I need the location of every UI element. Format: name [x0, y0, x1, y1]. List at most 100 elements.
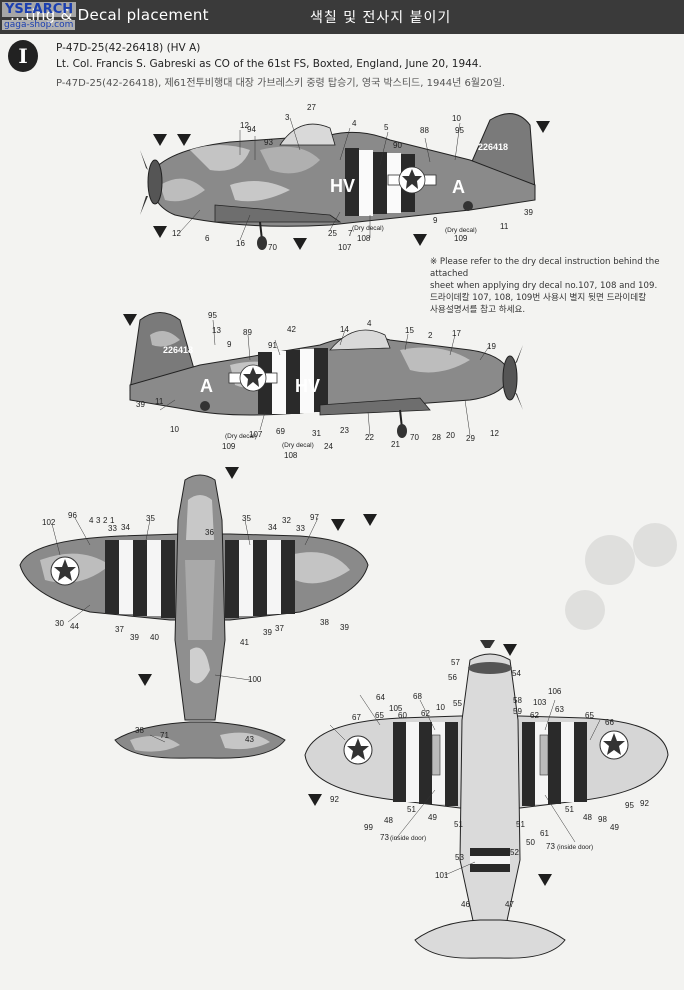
svg-text:19: 19: [487, 342, 496, 351]
svg-text:20: 20: [446, 431, 455, 440]
svg-text:11: 11: [500, 222, 509, 231]
svg-text:12: 12: [490, 429, 499, 438]
code-letters-hv: HV: [330, 176, 355, 196]
svg-text:97: 97: [310, 513, 319, 522]
svg-text:105: 105: [389, 704, 403, 713]
svg-text:9: 9: [433, 216, 438, 225]
svg-text:60: 60: [398, 711, 407, 720]
svg-text:4: 4: [89, 516, 94, 525]
svg-text:73: 73: [380, 833, 389, 842]
svg-text:93: 93: [264, 138, 273, 147]
svg-text:69: 69: [276, 427, 285, 436]
svg-text:46: 46: [461, 900, 470, 909]
svg-text:101: 101: [435, 871, 449, 880]
aircraft-description-english: Lt. Col. Francis S. Gabreski as CO of th…: [56, 58, 482, 70]
svg-text:15: 15: [405, 326, 414, 335]
svg-text:9: 9: [227, 340, 232, 349]
svg-text:2: 2: [103, 516, 108, 525]
watermark-logo: YSEARCH: [2, 2, 77, 17]
svg-text:22: 22: [365, 433, 374, 442]
svg-text:50: 50: [526, 838, 535, 847]
svg-text:99: 99: [364, 823, 373, 832]
svg-text:102: 102: [42, 518, 56, 527]
svg-text:68: 68: [413, 692, 422, 701]
dry-decal-label-4: (Dry decal): [282, 442, 314, 449]
svg-text:51: 51: [516, 820, 525, 829]
dry-decal-label-3: (Dry decal): [225, 433, 257, 440]
svg-text:32: 32: [282, 516, 291, 525]
svg-text:39: 39: [130, 633, 139, 642]
background-faded-markings: [565, 523, 677, 630]
svg-text:100: 100: [248, 675, 262, 684]
svg-text:5: 5: [384, 123, 389, 132]
svg-text:7: 7: [348, 229, 353, 238]
svg-text:66: 66: [605, 718, 614, 727]
svg-text:108: 108: [357, 234, 371, 243]
svg-text:24: 24: [324, 442, 333, 451]
svg-text:36: 36: [205, 528, 214, 537]
note-line-3: 드라이데칼 107, 108, 109번 사용시 별지 뒷면 드라이데칼: [430, 293, 647, 303]
svg-text:107: 107: [338, 243, 352, 252]
page-header: ...ting & Decal placement 색칠 및 전사지 붙이기: [0, 0, 684, 34]
svg-text:21: 21: [391, 440, 400, 449]
svg-text:51: 51: [454, 820, 463, 829]
svg-text:17: 17: [452, 329, 461, 338]
svg-text:27: 27: [307, 103, 316, 112]
svg-text:48: 48: [583, 813, 592, 822]
svg-text:1: 1: [110, 516, 115, 525]
tail-serial: 226418: [478, 142, 508, 152]
svg-text:67: 67: [352, 713, 361, 722]
svg-text:94: 94: [247, 125, 256, 134]
code-letter-a-left: A: [200, 376, 213, 396]
svg-text:16: 16: [236, 239, 245, 248]
svg-text:88: 88: [420, 126, 429, 135]
inside-door-label-1: (inside door): [390, 835, 426, 842]
svg-text:25: 25: [328, 229, 337, 238]
note-line-2: sheet when applying dry decal no.107, 10…: [430, 281, 658, 291]
svg-text:109: 109: [222, 442, 236, 451]
aircraft-description-korean: P-47D-25(42-26418), 제61전투비행대 대장 가브레스키 중령…: [56, 78, 506, 89]
svg-text:39: 39: [340, 623, 349, 632]
svg-text:39: 39: [136, 400, 145, 409]
svg-text:58: 58: [513, 696, 522, 705]
svg-text:49: 49: [610, 823, 619, 832]
svg-text:4: 4: [352, 119, 357, 128]
svg-text:103: 103: [533, 698, 547, 707]
svg-text:70: 70: [410, 433, 419, 442]
svg-text:6: 6: [205, 234, 210, 243]
svg-text:53: 53: [455, 853, 464, 862]
svg-text:98: 98: [598, 815, 607, 824]
svg-text:106: 106: [548, 687, 562, 696]
svg-text:108: 108: [284, 451, 298, 460]
svg-text:13: 13: [212, 326, 221, 335]
svg-text:30: 30: [55, 619, 64, 628]
step-number: I: [18, 44, 28, 68]
svg-text:43: 43: [245, 735, 254, 744]
code-letters-hv-left: HV: [295, 376, 320, 396]
svg-text:10: 10: [436, 703, 445, 712]
svg-text:49: 49: [428, 813, 437, 822]
header-title-korean: 색칠 및 전사지 붙이기: [310, 10, 452, 26]
svg-text:10: 10: [170, 425, 179, 434]
svg-text:48: 48: [384, 816, 393, 825]
code-letter-a: A: [452, 177, 465, 197]
svg-text:42: 42: [287, 325, 296, 334]
dry-decal-label-1: (Dry decal): [352, 225, 384, 232]
svg-text:96: 96: [68, 511, 77, 520]
aircraft-designation: P-47D-25(42-26418) (HV A): [56, 42, 201, 54]
svg-text:51: 51: [407, 805, 416, 814]
svg-text:95: 95: [208, 311, 217, 320]
svg-text:12: 12: [172, 229, 181, 238]
svg-text:38: 38: [135, 726, 144, 735]
svg-text:63: 63: [555, 705, 564, 714]
svg-text:3: 3: [285, 113, 290, 122]
svg-text:29: 29: [466, 434, 475, 443]
watermark-url: gaga-shop.com: [2, 20, 76, 30]
svg-text:4: 4: [367, 319, 372, 328]
svg-text:54: 54: [512, 669, 521, 678]
svg-text:34: 34: [121, 523, 130, 532]
